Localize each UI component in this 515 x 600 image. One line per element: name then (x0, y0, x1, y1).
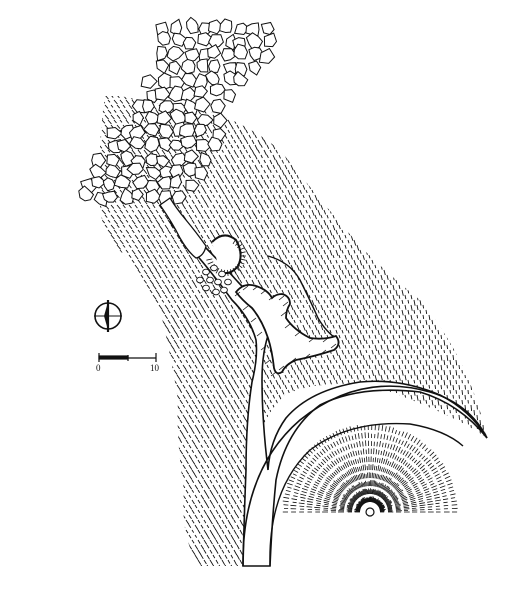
channel (159, 197, 207, 259)
ridge-line (267, 255, 339, 341)
structure-hachures (234, 285, 337, 377)
circular-enclosure (211, 234, 242, 275)
scale-end-label: 10 (150, 363, 159, 373)
circular-rim-inner (269, 422, 464, 567)
fan-center (365, 507, 375, 517)
scale-bar (98, 353, 157, 362)
circular-rim-outer (242, 385, 488, 567)
scale-start-label: 0 (96, 363, 101, 373)
north-arrow-icon (94, 300, 122, 332)
stone-cluster (196, 264, 232, 296)
bird-shaped-structure (234, 283, 340, 375)
radial-slope-fan (282, 424, 458, 513)
rocky-outcrop (78, 16, 278, 208)
